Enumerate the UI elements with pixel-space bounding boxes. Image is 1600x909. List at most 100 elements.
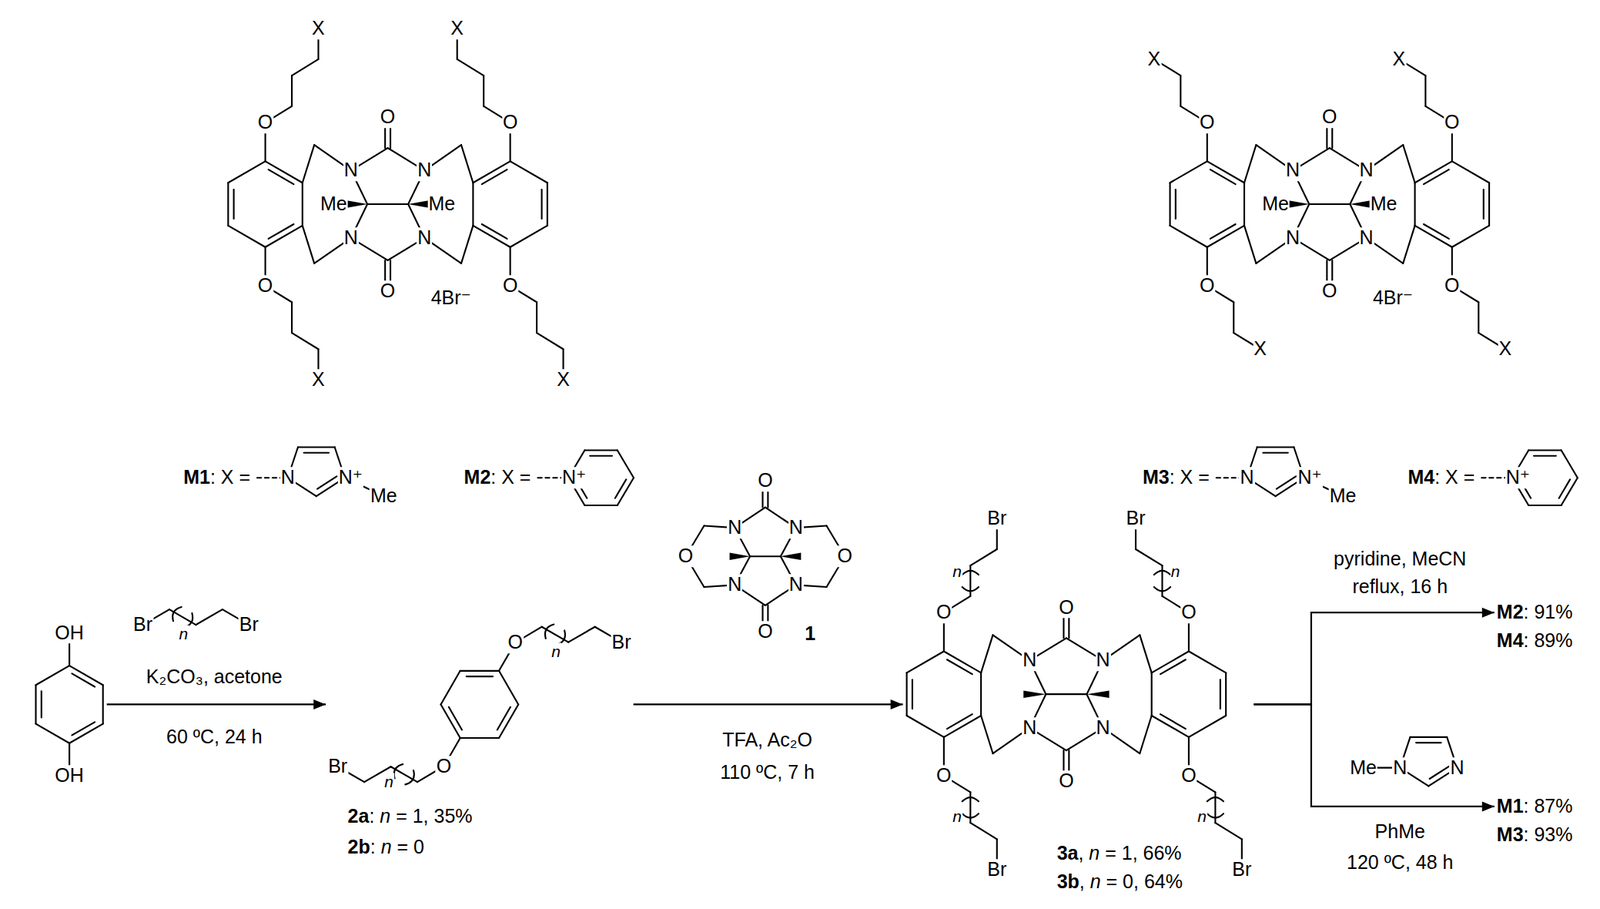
bond-line xyxy=(970,548,997,566)
atom-label: O xyxy=(1443,111,1460,134)
bond-line xyxy=(1188,651,1226,673)
text-part: : 89% xyxy=(1523,629,1574,652)
compound: OHOH xyxy=(32,620,108,788)
repeat-index: n xyxy=(177,625,189,643)
atom-label: Br xyxy=(611,631,633,653)
bond-line xyxy=(34,684,37,724)
bond-line xyxy=(265,160,303,183)
bond-line xyxy=(911,679,914,709)
bond-line xyxy=(1244,225,1256,264)
bond-line xyxy=(1452,160,1490,183)
text-part: = 1, 66% xyxy=(1099,841,1182,864)
text-part: n xyxy=(1090,870,1102,892)
bond-line xyxy=(1179,75,1182,107)
bond-line xyxy=(471,182,474,226)
arrow-head xyxy=(313,699,326,710)
bond-line xyxy=(297,445,335,448)
atom-label: O xyxy=(379,280,396,302)
atom-label: X xyxy=(1147,48,1162,71)
bond-line xyxy=(1402,144,1415,183)
bond-line xyxy=(1429,766,1450,779)
atom-label: X xyxy=(311,368,326,391)
atom-label: O xyxy=(502,111,519,134)
bond-line xyxy=(1174,189,1177,219)
scheme-label: Br xyxy=(238,613,260,636)
repeat-index: n xyxy=(951,807,963,826)
bond-line xyxy=(460,669,499,672)
bond-line xyxy=(1257,445,1295,448)
bond-line xyxy=(546,182,549,226)
text-part: : xyxy=(370,835,382,857)
compound: XXXXOOOOOONNNNMeMe4Br⁻ xyxy=(224,16,573,392)
bond-line xyxy=(1210,169,1236,185)
bond-line xyxy=(1151,672,1153,716)
atom-label: O xyxy=(1443,274,1460,297)
bond-line xyxy=(907,715,944,737)
atom-label: N xyxy=(788,516,804,539)
bond-line xyxy=(980,634,993,673)
atom-label: N xyxy=(1358,160,1374,182)
bond-line xyxy=(962,796,979,818)
scheme-label: Me xyxy=(369,485,399,507)
bond-line xyxy=(1232,301,1235,333)
text-part: n xyxy=(379,804,391,827)
scheme-label: Br xyxy=(132,613,154,636)
atom-label: O xyxy=(257,111,274,134)
reagent-label: PhMe xyxy=(1374,820,1426,843)
atom-label: Br xyxy=(986,507,1008,529)
arrow-line xyxy=(633,702,904,705)
bond-line xyxy=(461,144,473,183)
scheme-label: N⁺ xyxy=(1505,466,1531,489)
atom-label: N xyxy=(416,227,432,249)
bond-line xyxy=(1402,225,1415,264)
bond-line xyxy=(1410,736,1448,738)
atom-label: OH xyxy=(53,764,85,787)
bond-line xyxy=(1452,225,1490,248)
compound: M1: 87%M3: 93% xyxy=(1494,793,1576,847)
substituent-definition: M2: X = xyxy=(463,466,533,489)
bond-line xyxy=(347,200,369,208)
bond-line xyxy=(1045,692,1087,695)
bond-line xyxy=(980,672,982,716)
atom-label: O xyxy=(677,545,694,568)
text-part: : X = xyxy=(210,465,251,488)
substituent-definition: M3: X = xyxy=(1141,466,1211,489)
bond-line xyxy=(1139,634,1152,673)
reagent-label: K₂CO₃, acetone xyxy=(145,666,284,688)
compound-label: M2: 91% xyxy=(1496,601,1574,623)
compound-label: 3a, n = 1, 66% xyxy=(1056,842,1183,864)
bond-line xyxy=(460,736,499,739)
bond-line xyxy=(472,160,510,183)
text-part: n xyxy=(381,835,392,857)
text-part: = 1, 35% xyxy=(390,804,472,827)
bond-line xyxy=(1288,200,1310,208)
bond-line xyxy=(907,651,944,673)
bond-line xyxy=(584,504,617,506)
scheme-label: 120 ºC, 48 h xyxy=(1345,851,1454,874)
atom-label: N xyxy=(1095,716,1112,739)
bond-line xyxy=(970,822,997,839)
atom-label: Me xyxy=(319,193,349,215)
atom-label: O xyxy=(257,274,274,297)
text-part: : 87% xyxy=(1523,794,1574,817)
reagent-label: TFA, Ac₂O xyxy=(721,729,814,751)
atom-label: O xyxy=(1057,596,1075,619)
atom-label: N xyxy=(1095,649,1112,672)
text-part: : X = xyxy=(490,465,531,488)
bond-line xyxy=(1139,715,1152,754)
compound: OBrOBrnn2a: n = 1, 35%2b: n = 0 xyxy=(325,622,633,860)
atom-label: O xyxy=(935,764,952,787)
bond-line xyxy=(1188,715,1226,737)
atom-label: X xyxy=(555,368,571,391)
arrow-line xyxy=(1253,703,1495,807)
atom-label: O xyxy=(1321,107,1338,129)
text-part: : 93% xyxy=(1523,823,1574,845)
atom-label: O xyxy=(756,621,774,643)
bond-line xyxy=(71,672,95,687)
compound: BrBrBrBrnnnnOOOOOONNNN3a, n = 1, 66%3b, … xyxy=(903,505,1255,894)
atom-label: Me xyxy=(427,193,456,215)
structure-drawing xyxy=(36,28,1578,870)
bond-line xyxy=(1414,182,1416,226)
atom-label: O xyxy=(1057,769,1075,792)
bond-line xyxy=(962,570,979,592)
